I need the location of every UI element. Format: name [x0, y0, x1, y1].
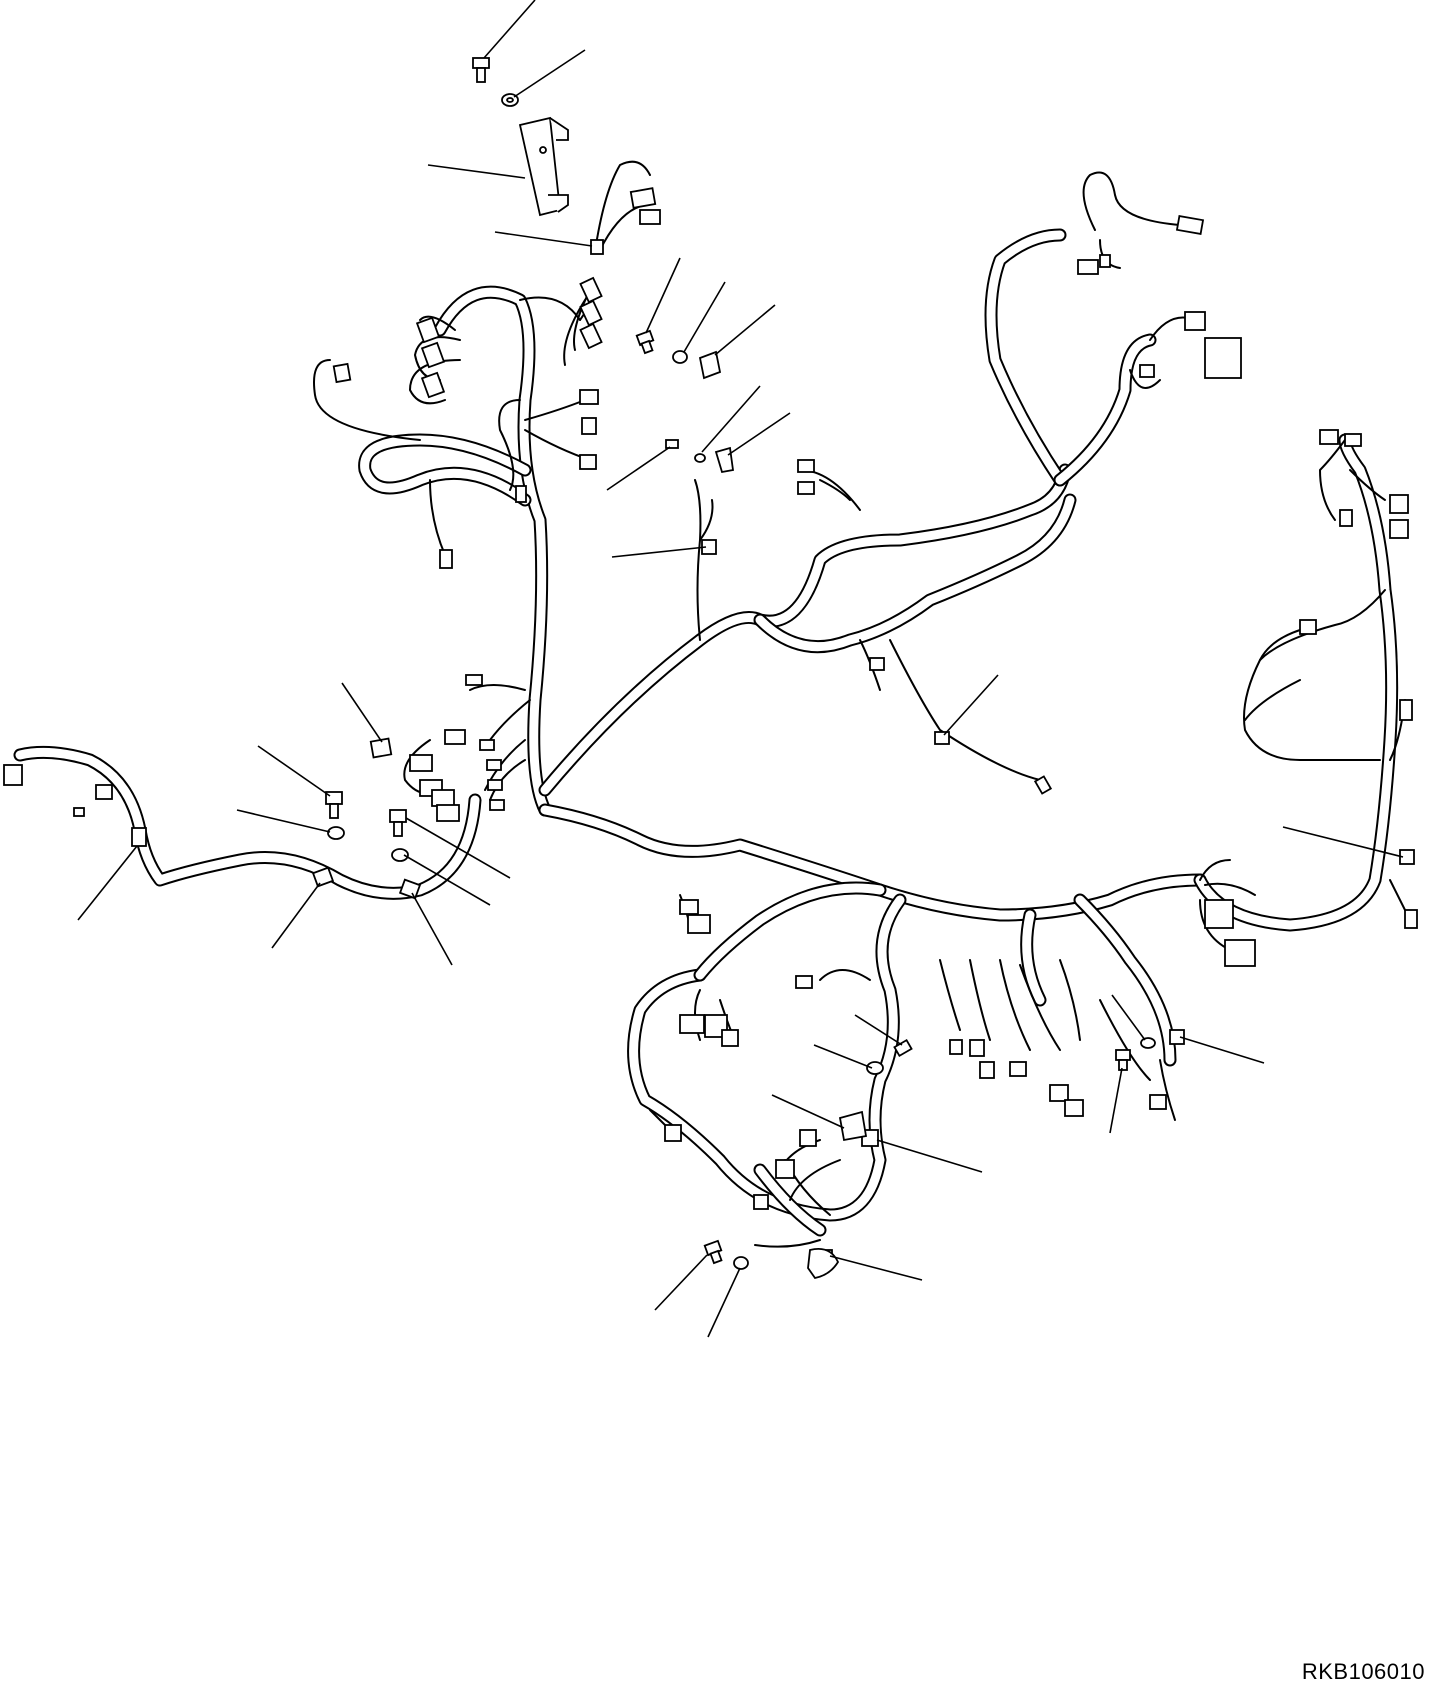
connector-icon — [1344, 433, 1362, 447]
connector-icon — [1389, 519, 1409, 539]
connector-icon — [969, 1039, 985, 1057]
connector-icon — [487, 779, 503, 791]
drawing-code: RKB106010 — [1301, 1659, 1425, 1684]
washer-icon — [733, 1256, 749, 1270]
connector-icon — [639, 209, 661, 225]
connector-icon — [479, 739, 495, 751]
connector-icon — [1204, 337, 1242, 379]
fasteners — [325, 57, 1156, 1279]
connector-icon — [1077, 259, 1099, 275]
connector-icon — [515, 485, 527, 503]
connector-icon — [581, 417, 597, 435]
washer-icon — [327, 826, 345, 840]
washer-icon — [694, 453, 706, 463]
connector-icon — [579, 276, 603, 304]
connector-icon — [465, 674, 483, 686]
connector-icon — [73, 807, 85, 817]
connector-icon — [444, 729, 466, 745]
clamp-icon — [311, 866, 335, 888]
bolt-icon — [635, 329, 655, 355]
connector-icon — [1099, 254, 1111, 268]
connector-icon — [869, 657, 885, 671]
connector-icon — [949, 1039, 963, 1055]
connector-icon — [489, 799, 505, 811]
bolt-icon — [665, 439, 679, 449]
connector-icon — [420, 341, 446, 369]
clip-icon — [714, 446, 735, 474]
connector-icon — [1049, 1084, 1069, 1102]
connector-icon — [1299, 619, 1317, 635]
connector-icon — [420, 371, 446, 399]
wire-branches — [313, 160, 1411, 1248]
washer-icon — [391, 848, 409, 862]
connector-icon — [775, 1159, 795, 1179]
connectors — [3, 187, 1418, 1210]
connector-icon — [753, 1194, 769, 1210]
connector-icon — [664, 1124, 682, 1142]
connector-icon — [1139, 364, 1155, 378]
main-harness — [13, 228, 1399, 1237]
connector-icon — [1224, 939, 1256, 967]
bracket-icon — [807, 1247, 840, 1279]
connector-icon — [795, 975, 813, 989]
washer-icon — [1140, 1037, 1156, 1049]
bracket-icon — [838, 1110, 868, 1142]
connector-icon — [439, 549, 453, 569]
connector-icon — [332, 362, 352, 384]
connector-icon — [409, 754, 433, 772]
bolt-icon — [325, 791, 343, 819]
connector-icon — [1404, 909, 1418, 929]
connector-icon — [797, 481, 815, 495]
clamp-icon — [1169, 1029, 1185, 1045]
connector-icon — [721, 1029, 739, 1047]
connector-icon — [1064, 1099, 1084, 1117]
connector-icon — [1389, 494, 1409, 514]
connector-icon — [579, 389, 599, 405]
connector-icon — [629, 187, 657, 209]
washer-icon — [672, 350, 688, 364]
clip-icon — [369, 737, 393, 759]
washer-icon — [866, 1061, 884, 1075]
connector-icon — [1339, 509, 1353, 527]
connector-icon — [687, 914, 711, 934]
connector-icon — [1184, 311, 1206, 331]
clamp-icon — [934, 731, 950, 745]
clamp-icon — [398, 878, 422, 900]
bolt-icon — [1115, 1049, 1131, 1071]
connector-icon — [486, 759, 502, 771]
connector-icon — [1009, 1061, 1027, 1077]
connector-icon — [579, 322, 603, 350]
connector-icon — [799, 1129, 817, 1147]
connector-icon — [415, 316, 441, 344]
connector-icon — [1149, 1094, 1167, 1110]
connector-icon — [1033, 775, 1053, 795]
connector-icon — [579, 454, 597, 470]
connector-icon — [1175, 214, 1205, 236]
clamps — [131, 239, 1415, 1267]
connector-icon — [1319, 429, 1339, 445]
connector-icon — [95, 784, 113, 800]
connector-icon — [797, 459, 815, 473]
bolt-icon — [703, 1239, 723, 1265]
connector-icon — [679, 1014, 705, 1034]
clip-icon — [698, 350, 722, 380]
connector-icon — [436, 804, 460, 822]
leader-lines — [77, 0, 1404, 1338]
clamp-icon — [131, 827, 147, 847]
connector-icon — [679, 899, 699, 915]
bracket-icon — [518, 116, 569, 217]
connector-icon — [979, 1061, 995, 1079]
connector-icon — [3, 764, 23, 786]
clamp-icon — [590, 239, 604, 255]
connector-icon — [579, 299, 603, 327]
connector-icon — [1399, 699, 1413, 721]
bolt-icon — [389, 809, 407, 837]
connector-icon — [431, 789, 455, 807]
bolt-icon — [472, 57, 490, 83]
connector-icon — [1204, 899, 1234, 929]
